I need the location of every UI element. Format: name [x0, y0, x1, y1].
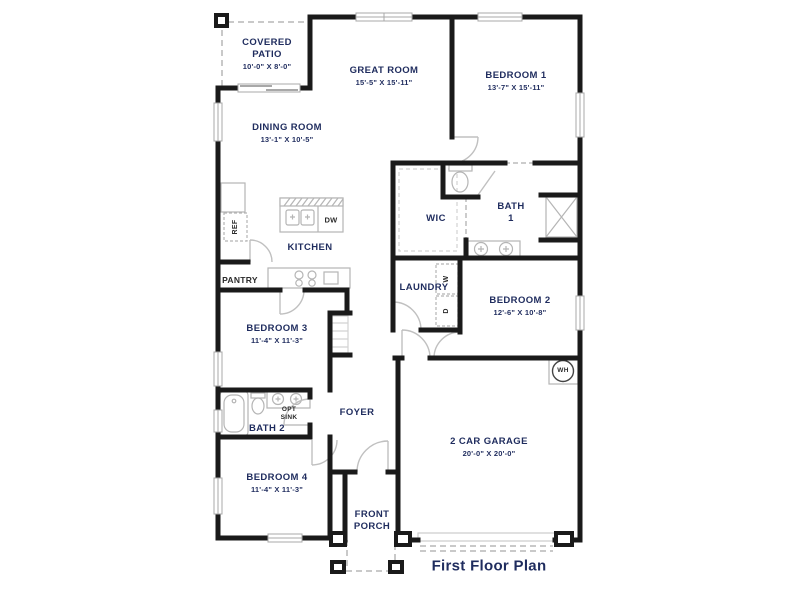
- dryer-icon: [435, 295, 459, 327]
- window: [213, 102, 223, 142]
- window: [575, 92, 585, 138]
- sliding-door: [237, 83, 301, 93]
- window: [575, 295, 585, 331]
- plan-title: First Floor Plan: [431, 557, 547, 575]
- bath2-door: [283, 398, 311, 426]
- bath2-fixtures: [219, 390, 311, 437]
- bathtub-icon: [219, 390, 249, 437]
- pantry-door: [249, 239, 273, 263]
- laundry-fixtures: [435, 263, 459, 327]
- garage-entry-door: [401, 329, 431, 359]
- washer-icon: [435, 263, 459, 295]
- toilet-icon: [448, 164, 473, 193]
- refrigerator-icon: [223, 212, 248, 242]
- window: [213, 409, 223, 433]
- water-heater-icon: [548, 358, 579, 385]
- kitchen-counter: [220, 182, 246, 213]
- kitchen-fixtures: [220, 182, 351, 289]
- window: [355, 12, 413, 22]
- bedroom3-door: [279, 289, 305, 315]
- cased-openings: [465, 162, 535, 240]
- shower-icon: [545, 196, 578, 238]
- bath1-fixtures: [448, 164, 578, 259]
- window: [213, 477, 223, 515]
- sink-icon: [271, 392, 285, 406]
- bedroom1-door: [451, 136, 479, 164]
- window: [213, 351, 223, 387]
- laundry-door: [392, 301, 422, 331]
- window: [477, 12, 523, 22]
- porch-posts: [214, 13, 574, 574]
- windows: [213, 12, 585, 543]
- sink-icon: [289, 392, 303, 406]
- patio-outline: [221, 21, 553, 572]
- window: [267, 533, 303, 543]
- bedroom2-door: [433, 331, 461, 359]
- range-icon: [294, 270, 339, 287]
- toilet-room-door: [477, 170, 496, 196]
- front-door: [356, 440, 389, 473]
- garage-door: [417, 532, 556, 542]
- bedroom4-door: [311, 439, 338, 466]
- toilet-icon: [250, 392, 266, 415]
